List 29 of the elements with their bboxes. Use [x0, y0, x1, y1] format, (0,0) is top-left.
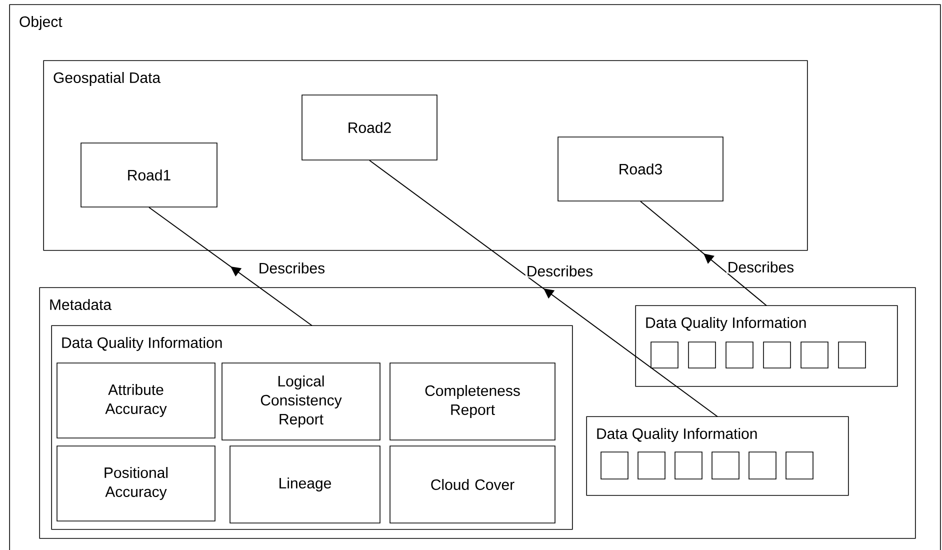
quality-box: Lineage	[230, 446, 380, 524]
quality-box: Logical Consistency Report	[222, 362, 380, 440]
edge-label: Describes	[257, 262, 326, 274]
road-box: Road2	[302, 94, 438, 160]
empty-box	[638, 452, 666, 480]
empty-box	[786, 452, 814, 480]
quality-box: Attribute Accuracy	[56, 362, 216, 438]
empty-box	[838, 342, 866, 368]
empty-box	[650, 342, 678, 368]
group-box: Data Quality Information	[635, 305, 898, 387]
arrow	[148, 206, 312, 326]
empty-box	[763, 342, 791, 368]
quality-box: Positional Accuracy	[56, 446, 216, 522]
group-box: Data Quality Information	[586, 416, 849, 496]
arrow	[369, 160, 718, 418]
empty-box	[726, 342, 754, 368]
empty-box	[688, 342, 716, 368]
road-box: Road1	[80, 142, 218, 208]
road-box: Road3	[558, 136, 724, 202]
empty-box	[600, 452, 628, 480]
empty-box	[800, 342, 828, 368]
edge-label: Describes	[726, 260, 796, 274]
empty-box	[674, 452, 702, 480]
quality-box: Cloud Cover	[390, 446, 556, 524]
quality-box: Completeness Report	[390, 362, 556, 440]
arrow	[640, 200, 767, 306]
edge-label: Describes	[525, 264, 594, 278]
empty-box	[712, 452, 740, 480]
empty-box	[748, 452, 776, 480]
